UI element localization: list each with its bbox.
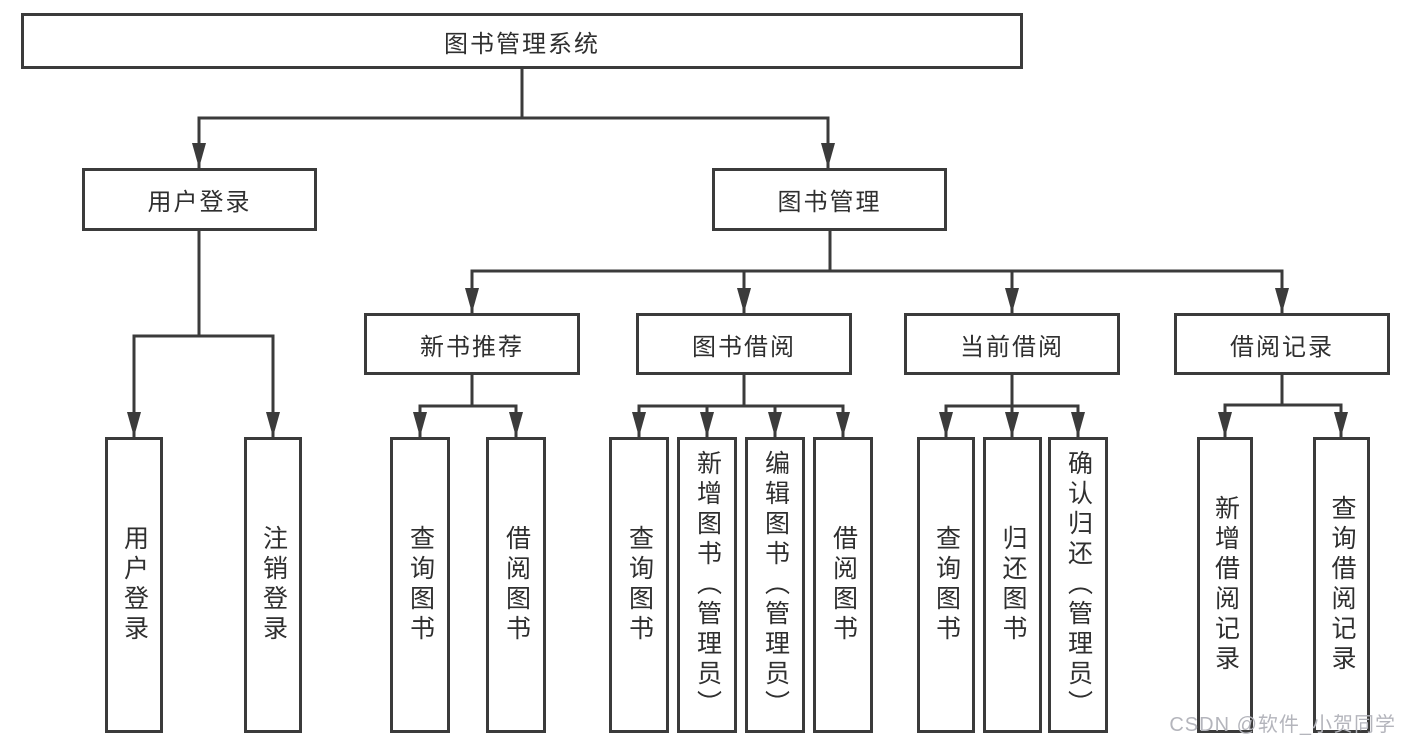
leaf-query-books-recommend: 查询图书 [390, 437, 450, 733]
leaf-user-login-label: 用户登录 [120, 525, 149, 645]
leaf-add-borrow-record-label: 新增借阅记录 [1211, 495, 1240, 675]
leaf-borrow-books-recommend-label: 借阅图书 [502, 525, 531, 645]
node-library-system: 图书管理系统 [21, 13, 1023, 69]
leaf-edit-books-admin-label: 编辑图书（管理员） [761, 450, 790, 720]
node-new-book-recommend: 新书推荐 [364, 313, 580, 375]
leaf-borrow-books-label: 借阅图书 [829, 525, 858, 645]
leaf-query-books-current-label: 查询图书 [932, 525, 961, 645]
node-user-login: 用户登录 [82, 168, 317, 231]
leaf-query-books-borrow: 查询图书 [609, 437, 669, 733]
leaf-query-borrow-record-label: 查询借阅记录 [1328, 495, 1356, 675]
leaf-borrow-books: 借阅图书 [813, 437, 873, 733]
connector-arrows [127, 116, 1348, 439]
leaf-return-books: 归还图书 [983, 437, 1042, 733]
leaf-return-books-label: 归还图书 [999, 525, 1027, 645]
node-book-management-label: 图书管理 [777, 189, 882, 216]
node-book-borrow: 图书借阅 [636, 313, 852, 375]
leaf-query-books-recommend-label: 查询图书 [406, 525, 435, 645]
leaf-confirm-return-admin-label: 确认归还（管理员） [1064, 450, 1093, 720]
csdn-watermark: CSDN @软件_小贺同学 [1169, 714, 1396, 736]
leaf-add-borrow-record: 新增借阅记录 [1197, 437, 1253, 733]
node-current-borrow-label: 当前借阅 [960, 333, 1064, 361]
leaf-query-books-borrow-label: 查询图书 [625, 525, 654, 645]
node-current-borrow: 当前借阅 [904, 313, 1120, 375]
node-library-system-label: 图书管理系统 [444, 30, 600, 58]
leaf-edit-books-admin: 编辑图书（管理员） [745, 437, 805, 733]
node-book-management: 图书管理 [712, 168, 947, 231]
leaf-logout: 注销登录 [244, 437, 302, 733]
leaf-query-borrow-record: 查询借阅记录 [1313, 437, 1370, 733]
node-user-login-label: 用户登录 [147, 189, 252, 216]
node-new-book-recommend-label: 新书推荐 [420, 333, 524, 361]
leaf-add-books-admin: 新增图书（管理员） [677, 437, 737, 733]
leaf-add-books-admin-label: 新增图书（管理员） [693, 450, 722, 720]
node-borrow-records: 借阅记录 [1174, 313, 1390, 375]
node-book-borrow-label: 图书借阅 [692, 333, 796, 361]
leaf-confirm-return-admin: 确认归还（管理员） [1048, 437, 1108, 733]
leaf-query-books-current: 查询图书 [917, 437, 975, 733]
node-borrow-records-label: 借阅记录 [1230, 333, 1334, 361]
leaf-borrow-books-recommend: 借阅图书 [486, 437, 546, 733]
leaf-logout-label: 注销登录 [259, 525, 288, 645]
leaf-user-login: 用户登录 [105, 437, 163, 733]
